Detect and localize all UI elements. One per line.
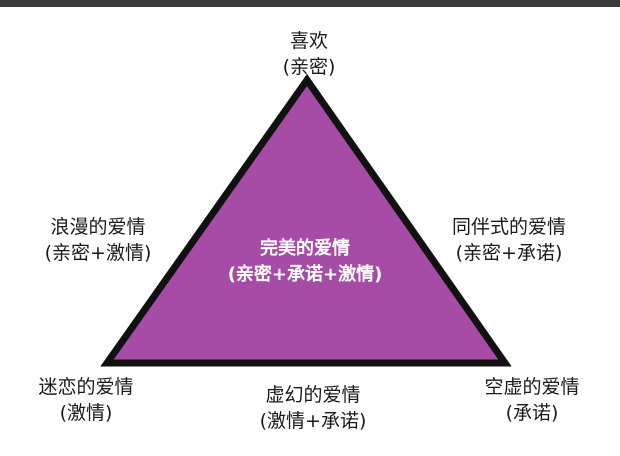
label-center-line1: 完美的爱情 [260, 238, 350, 259]
label-bottom-left-line2: (激情) [59, 402, 113, 424]
label-left-edge-line1: 浪漫的爱情 [50, 216, 146, 238]
label-bottom-edge-line2: (激情+承诺) [259, 410, 367, 432]
triangle-shape [100, 73, 512, 367]
label-bottom-right-line1: 空虚的爱情 [484, 376, 580, 398]
label-top: 喜欢 (亲密) [283, 28, 336, 80]
label-center-line2: (亲密+承诺+激情) [227, 264, 383, 285]
label-left-edge: 浪漫的爱情 (亲密+激情) [45, 214, 152, 266]
label-right-edge-line2: (亲密+承诺) [455, 242, 563, 264]
label-top-line2: (亲密) [282, 56, 336, 78]
label-left-edge-line2: (亲密+激情) [44, 242, 152, 264]
label-bottom-left-line1: 迷恋的爱情 [38, 376, 134, 398]
label-center: 完美的爱情 (亲密+承诺+激情) [228, 236, 383, 288]
label-right-edge: 同伴式的爱情 (亲密+承诺) [452, 214, 566, 266]
label-bottom-edge-line1: 虚幻的爱情 [265, 384, 361, 406]
label-bottom-edge: 虚幻的爱情 (激情+承诺) [260, 382, 367, 434]
label-right-edge-line1: 同伴式的爱情 [451, 216, 567, 238]
label-bottom-left: 迷恋的爱情 (激情) [38, 374, 133, 426]
label-bottom-right-line2: (承诺) [505, 402, 559, 424]
label-top-line1: 喜欢 [289, 30, 329, 52]
top-bar [0, 0, 620, 7]
label-bottom-right: 空虚的爱情 (承诺) [484, 374, 579, 426]
